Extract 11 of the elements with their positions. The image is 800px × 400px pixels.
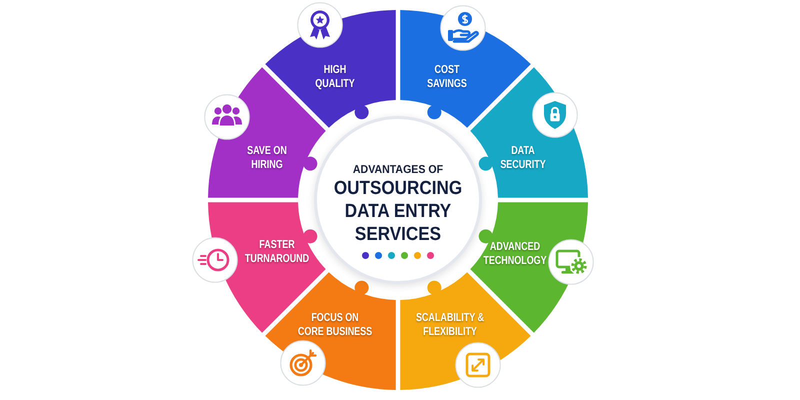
segment-label: FASTER TURNAROUND	[244, 238, 310, 266]
segment-label: FOCUS ON CORE BUSINESS	[298, 311, 372, 339]
center-heading: ADVANTAGES OF	[352, 164, 444, 176]
segment-label: SCALABILITY & FLEXIBILITY	[416, 311, 484, 339]
segment-label: ADVANCED TECHNOLOGY	[483, 240, 547, 268]
segment-label: DATA SECURITY	[500, 144, 546, 172]
segment-label: SAVE ON HIRING	[247, 144, 287, 172]
segment-label: COST SAVINGS	[427, 63, 467, 91]
center-title: OUTSOURCING DATA ENTRY SERVICES	[332, 176, 464, 246]
segment-label: HIGH QUALITY	[315, 63, 355, 91]
center-circle	[314, 116, 482, 284]
